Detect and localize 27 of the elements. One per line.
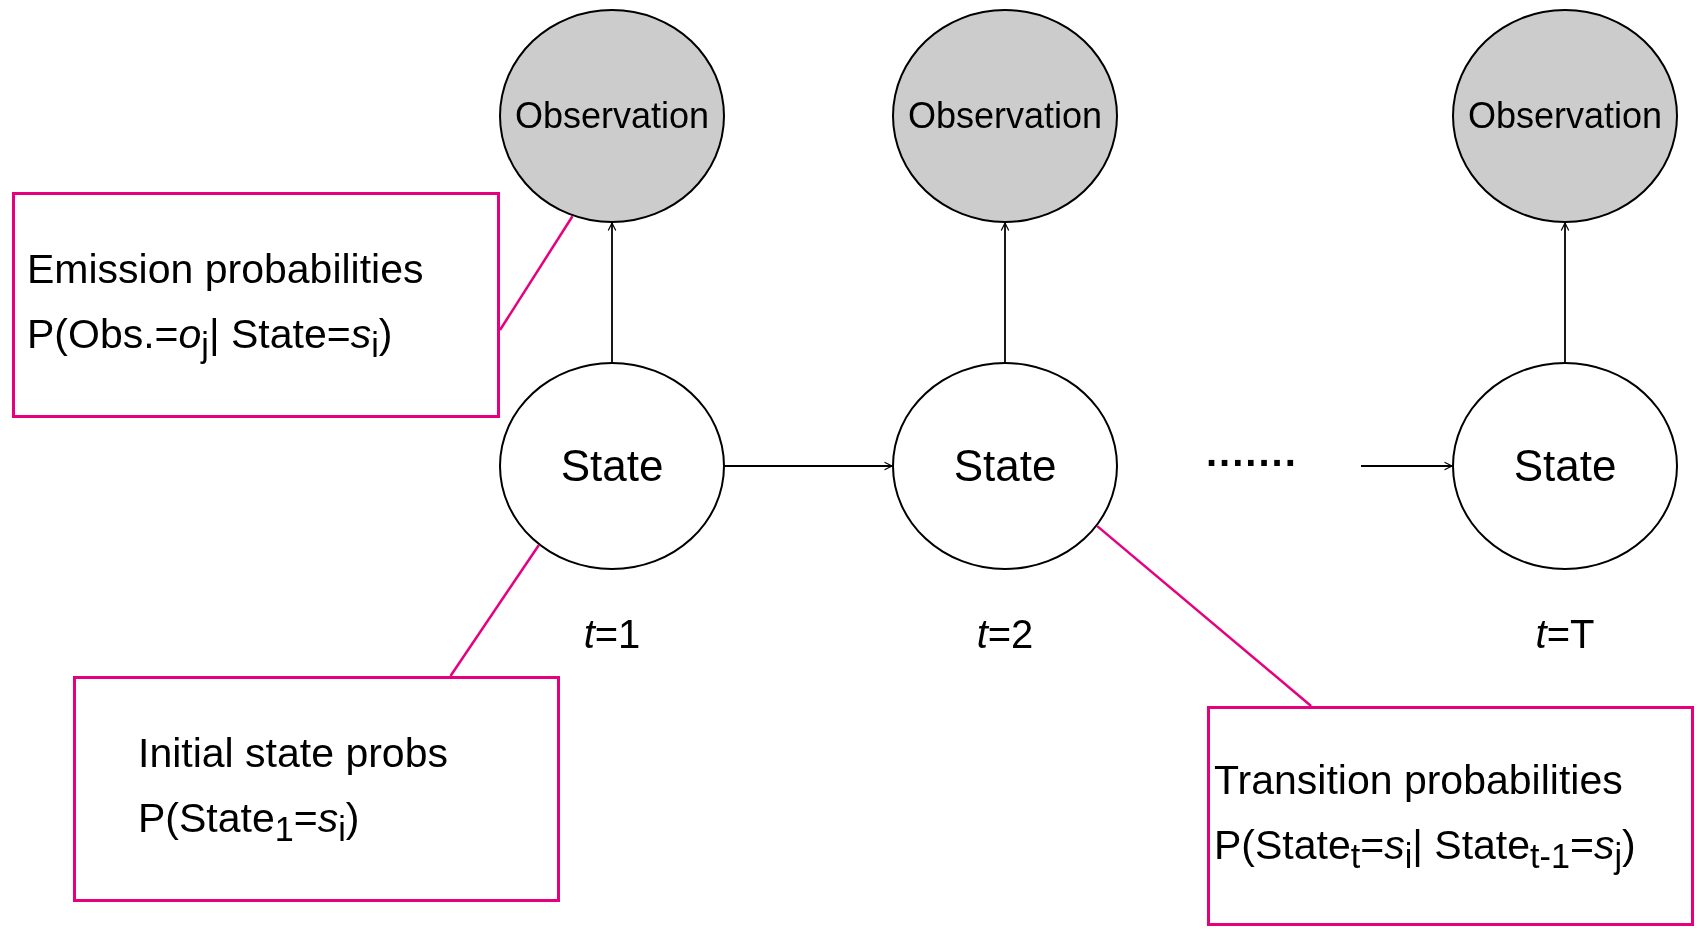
ellipsis-dots: ....... [1206,430,1298,475]
arrow [1560,222,1570,363]
node-label: Observation [514,95,710,137]
node-label: State [953,441,1057,491]
arrow [1360,461,1453,471]
probability-formula: P(State$_{1}$=s$_{i}$) [138,794,361,851]
probability-formula: P(Obs.=o$_{j}$| State=s$_{i}$) [27,310,394,367]
leader-line [449,544,540,677]
callout-box [1207,706,1694,926]
time-step-label: t=2 [976,612,1034,657]
probability-formula: P(State$_{t}$=s$_{i}$| State$_{t-1}$=s$_{j}$) [1214,821,1637,878]
callout-box [73,676,560,902]
node-label: State [1513,441,1617,491]
time-step-label: t=1 [583,612,641,657]
arrow [607,222,617,363]
arrow [1000,222,1010,363]
callout-title: Emission probabilities [27,244,425,294]
node-label: Observation [907,95,1103,137]
leader-line [498,215,574,331]
callout-title: Initial state probs [138,728,449,778]
leader-line [1096,525,1312,707]
node-label: Observation [1467,95,1663,137]
callout-box [12,192,500,418]
time-step-label: t=T [1535,612,1595,657]
node-label: State [560,441,664,491]
callout-title: Transition probabilities [1214,755,1624,805]
arrow [724,461,893,471]
